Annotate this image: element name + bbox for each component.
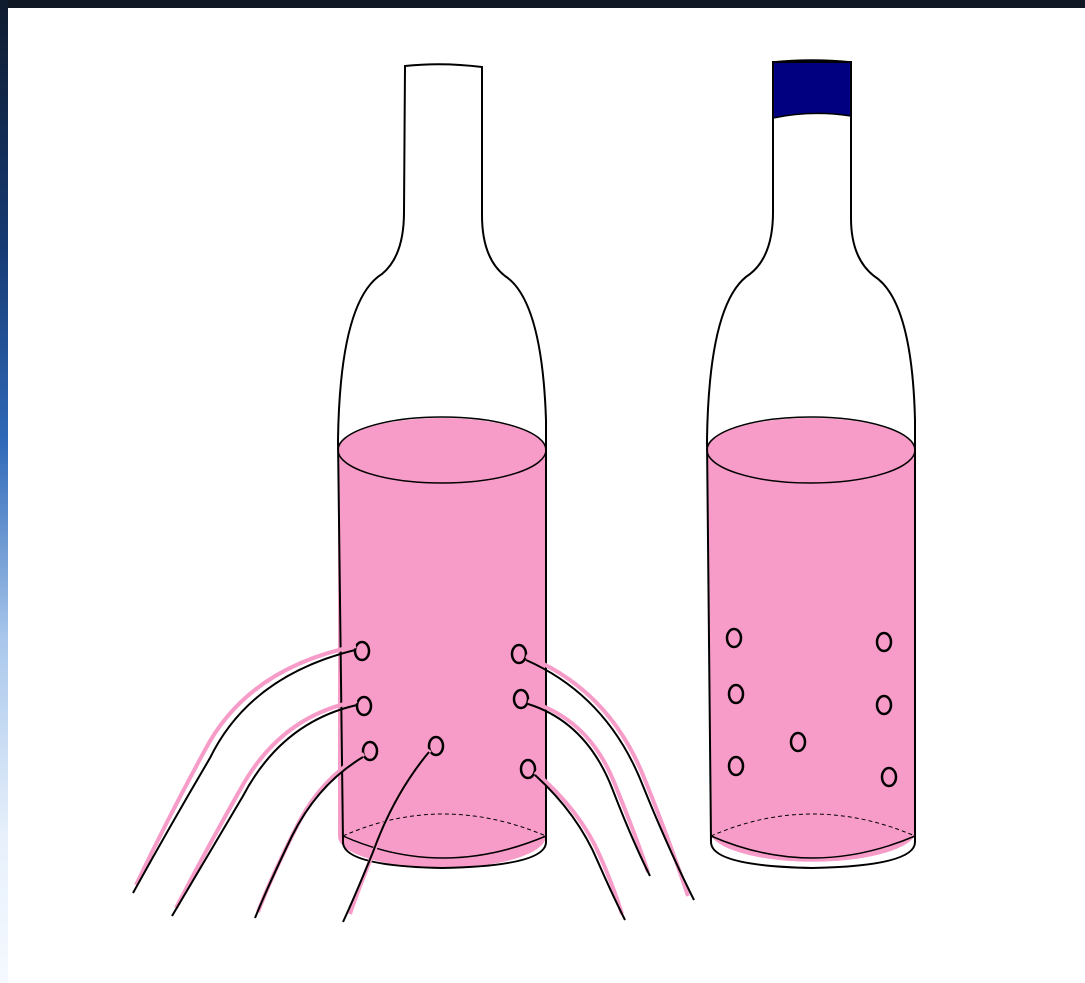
right-bottle-liquid — [707, 418, 915, 862]
water-stream — [133, 650, 355, 893]
left-bottle — [133, 64, 694, 922]
left-bottle-liquid — [338, 418, 546, 868]
water-stream — [535, 772, 622, 914]
right-bottle — [707, 60, 915, 868]
water-stream — [526, 660, 694, 900]
water-stream — [535, 775, 625, 920]
right-bottle-cap — [773, 60, 851, 118]
water-stream — [172, 705, 357, 916]
water-stream — [176, 701, 357, 908]
water-stream — [136, 646, 356, 885]
